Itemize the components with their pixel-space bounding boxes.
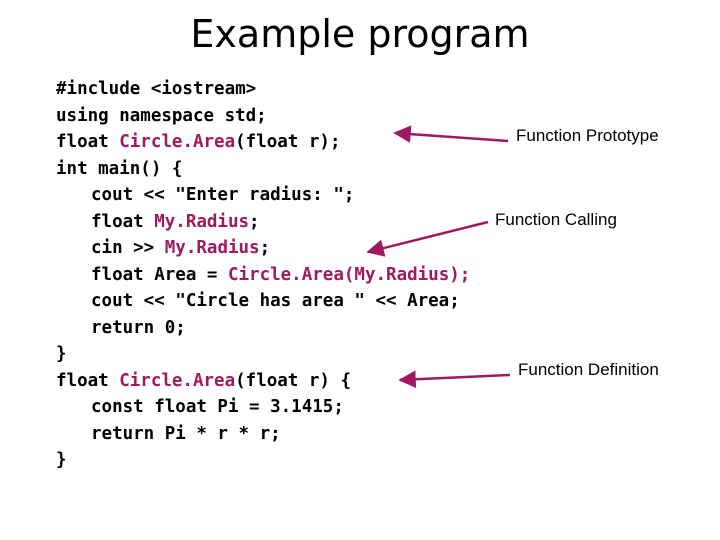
annotation-function-definition: Function Definition — [518, 360, 659, 379]
code-line-cout-area: cout << "Circle has area " << Area; — [91, 291, 460, 311]
annotation-function-calling: Function Calling — [495, 210, 617, 229]
code-line-cout-prompt: cout << "Enter radius: "; — [91, 185, 355, 205]
call-close: ); — [449, 264, 471, 285]
cin-variable: My.Radius — [164, 238, 260, 258]
code-line-return-zero: return 0; — [91, 317, 186, 338]
declare-variable: My.Radius — [154, 211, 250, 232]
code-line-definition: float Circle.Area(float r) { — [56, 368, 470, 395]
declare-type: float — [91, 211, 155, 232]
call-open-paren: ( — [343, 264, 355, 285]
code-line-prototype: float Circle.Area(float r); — [56, 129, 470, 156]
code-line-return-area: return Pi * r * r; — [91, 423, 281, 444]
definition-params: (float r) { — [235, 370, 352, 391]
declare-end: ; — [249, 211, 260, 232]
prototype-function-name: Circle.Area — [119, 132, 236, 152]
code-line-close-main: } — [56, 344, 67, 364]
annotation-function-prototype: Function Prototype — [516, 126, 659, 145]
prototype-keyword: float — [56, 132, 120, 152]
definition-function-name: Circle.Area — [119, 370, 236, 391]
code-line-cin: cin >> My.Radius; — [56, 235, 470, 262]
code-line-main: int main() { — [56, 158, 183, 179]
cin-operator: cin >> — [91, 238, 165, 258]
code-line-close-definition: } — [56, 450, 67, 470]
call-function-name: Circle.Area — [227, 264, 344, 285]
code-line-include: #include <iostream> — [56, 79, 257, 99]
code-line-using: using namespace std; — [56, 105, 267, 126]
call-assignment: float Area = — [91, 264, 228, 285]
code-line-function-call: float Area = Circle.Area(My.Radius); — [56, 262, 470, 289]
cin-end: ; — [259, 238, 271, 258]
code-line-declare-radius: float My.Radius; — [56, 209, 470, 236]
slide-title: Example program — [190, 12, 530, 56]
code-line-const-pi: const float Pi = 3.1415; — [91, 397, 344, 417]
definition-keyword: float — [56, 370, 120, 391]
call-argument: My.Radius — [354, 264, 450, 285]
code-block: #include <iostream> using namespace std;… — [56, 76, 470, 474]
prototype-params: (float r); — [235, 132, 341, 152]
